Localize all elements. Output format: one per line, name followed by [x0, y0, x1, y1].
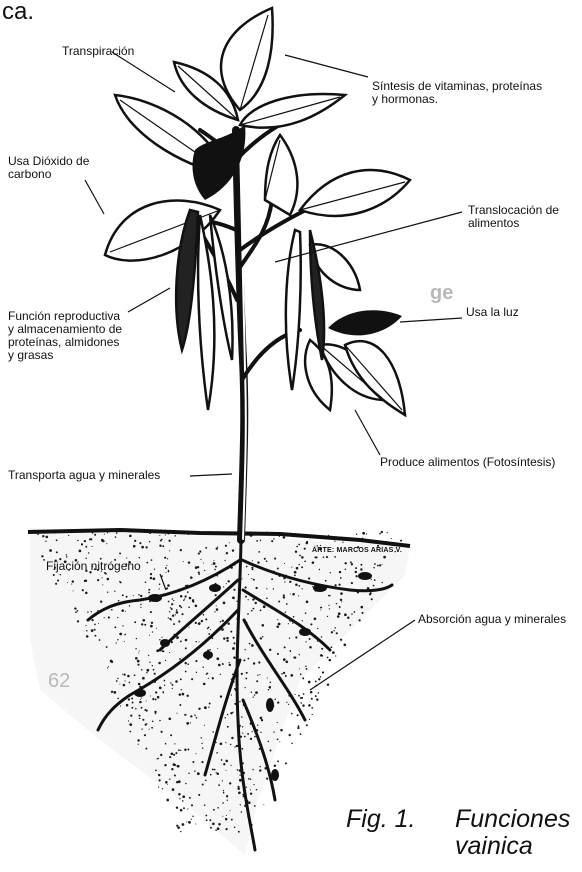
label-sintesis-line2: y hormonas. — [372, 93, 542, 106]
label-transpiracion: Transpiración — [62, 45, 134, 58]
label-dioxido: Usa Dióxido de carbono — [8, 155, 89, 181]
label-absorcion: Absorción agua y minerales — [418, 613, 566, 626]
label-translocacion: Translocación de alimentos — [468, 204, 559, 230]
caption-title-line2: vainica — [455, 833, 570, 860]
label-sintesis: Síntesis de vitaminas, proteínas y hormo… — [372, 80, 542, 106]
bleed-mark-text: ge — [430, 282, 453, 305]
label-dioxido-line2: carbono — [8, 168, 89, 181]
caption-title-line1: Funciones — [455, 806, 570, 833]
label-reproductiva: Función reproductiva y almacenamiento de… — [8, 310, 122, 362]
caption-title: Funciones vainica — [455, 806, 570, 860]
label-fijacion: Fijación nitrógeno — [46, 560, 141, 573]
bleed-mark-number: 62 — [48, 670, 70, 693]
label-usa-luz: Usa la luz — [466, 306, 519, 319]
label-fotosintesis: Produce alimentos (Fotosíntesis) — [380, 456, 555, 469]
art-credit: ARTE: MARCOS ARIAS V. — [312, 547, 402, 554]
caption-fig-number: Fig. 1. — [346, 806, 415, 833]
header-fragment: ca. — [2, 0, 34, 24]
label-reproductiva-line4: y grasas — [8, 349, 122, 362]
label-translocacion-line2: alimentos — [468, 217, 559, 230]
bean-pods — [176, 210, 324, 410]
leaves — [105, 8, 410, 415]
label-transporta: Transporta agua y minerales — [8, 469, 160, 482]
